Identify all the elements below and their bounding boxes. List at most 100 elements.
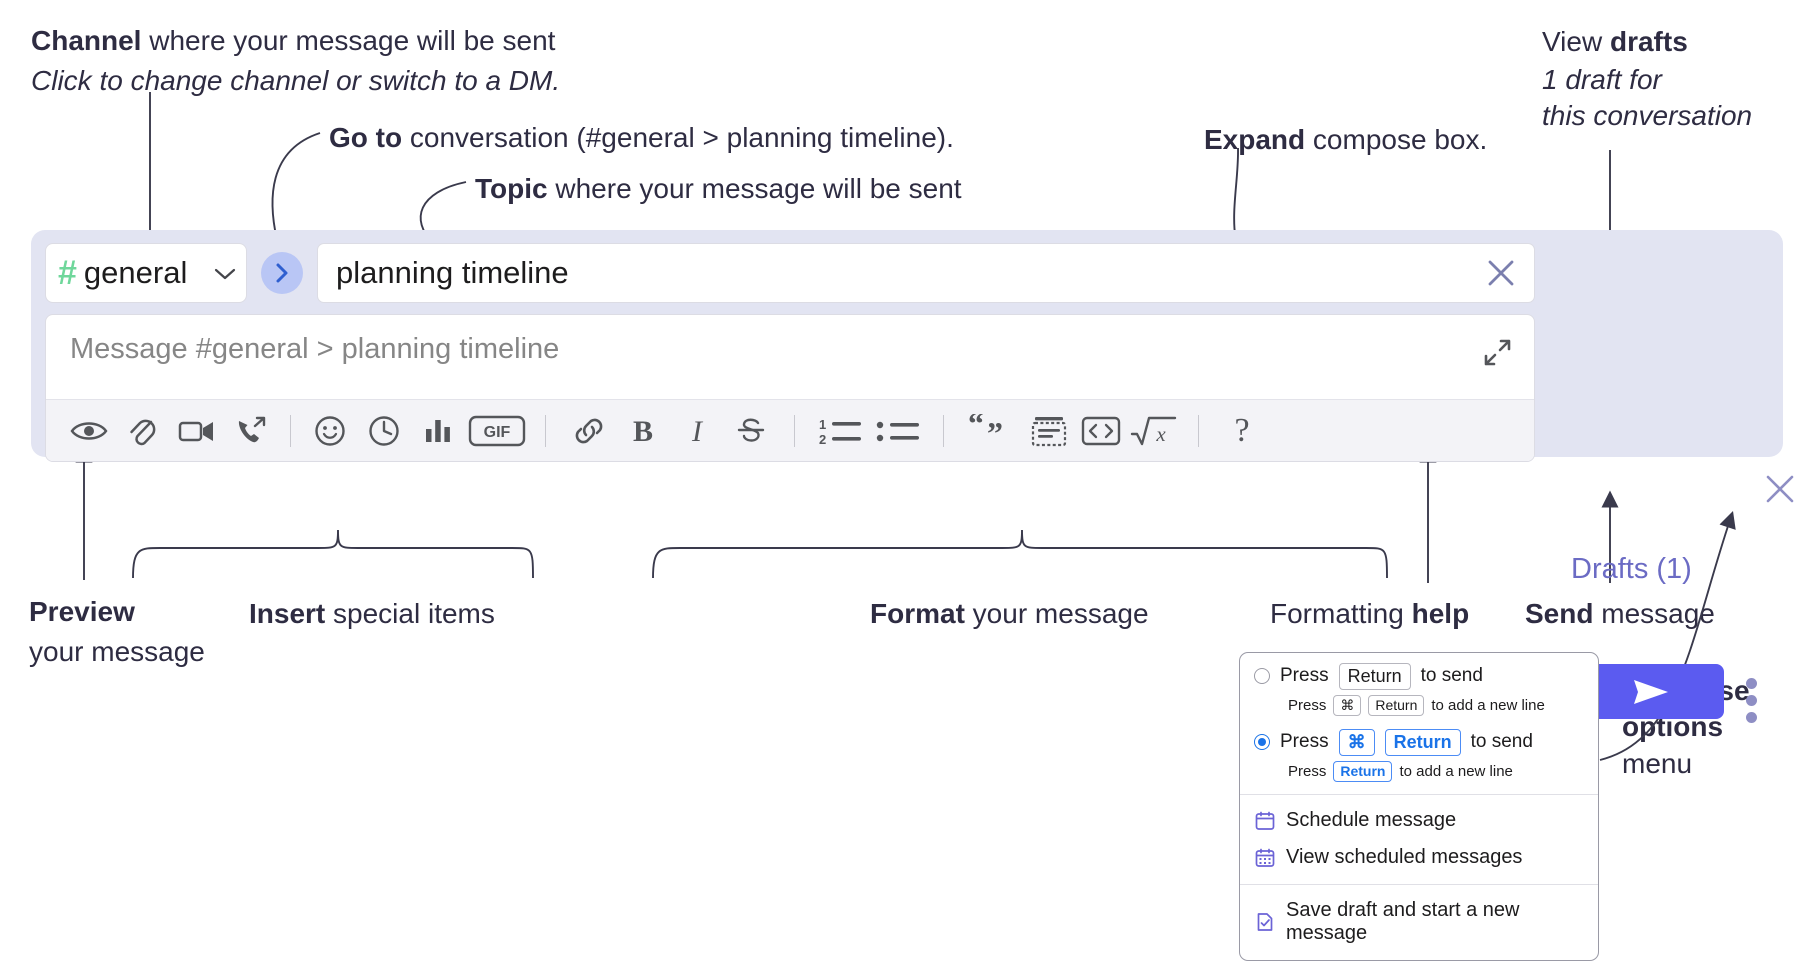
menu-item-view-scheduled[interactable]: View scheduled messages [1240,839,1598,876]
menu-group-draft: Save draft and start a new message [1240,885,1598,960]
svg-text:1: 1 [819,417,826,432]
opt2-sub-post: to add a new line [1399,762,1513,780]
compose-inner: # general planning timeline [45,242,1535,462]
topic-input[interactable]: planning timeline [317,243,1535,303]
emoji-smiley-icon[interactable] [303,404,357,458]
radio-return[interactable] [1254,668,1270,685]
annotation-goto-bold: Go to [329,122,403,153]
annotation-format-rest: your message [964,598,1149,629]
clear-topic-icon[interactable] [1482,254,1520,292]
svg-text:x: x [1155,422,1166,446]
menu-item-schedule-message[interactable]: Schedule message [1240,799,1598,839]
annotation-insert-rest: special items [325,598,495,629]
annotation-help-bold: help [1411,598,1470,629]
annotation-send-rest: message [1593,598,1715,629]
svg-text:2: 2 [819,432,826,447]
annotation-format: Format your message [870,597,1149,631]
key-command-selected: ⌘ [1338,729,1375,756]
close-compose-icon[interactable] [1763,472,1797,511]
annotation-format-bold: Format [870,598,965,629]
expand-compose-icon[interactable] [1482,337,1514,374]
inline-code-icon[interactable] [1076,404,1126,458]
kebab-dot [1746,678,1757,689]
channel-selector[interactable]: # general [45,243,247,303]
radio-cmd-return[interactable] [1254,734,1270,751]
send-button[interactable] [1576,664,1724,719]
formatting-help-icon[interactable]: ? [1215,404,1269,458]
annotation-insert-bold: Insert [249,598,326,629]
blockquote-icon[interactable]: “ ” [960,404,1022,458]
menu-divider [1240,794,1598,795]
goto-conversation-button[interactable] [261,252,303,294]
annotation-insert: Insert special items [249,597,495,631]
ordered-list-icon[interactable]: 1 2 [811,404,869,458]
compose-panel: Drafts (1) # general [31,230,1794,723]
annotation-send: Send message [1525,597,1715,631]
send-option-cmd-return-sub: Press Return to add a new line [1288,760,1584,782]
annotation-goto-rest: conversation (#general > planning timeli… [402,122,954,153]
svg-text:”: ” [987,415,1003,448]
annotation-drafts-bold: drafts [1609,26,1688,57]
bulleted-list-icon[interactable] [869,404,927,458]
math-icon[interactable]: x [1126,404,1182,458]
annotation-formatting-help: Formatting help [1270,597,1469,631]
preview-eye-icon[interactable] [62,404,116,458]
annotation-drafts-line3: this conversation [1542,100,1753,132]
annotation-compose-line3: menu [1622,747,1693,779]
annotation-expand: Expand compose box. [1204,123,1487,157]
svg-text:I: I [691,415,704,448]
bold-icon[interactable]: B [616,404,670,458]
annotation-channel-bold: Channel [31,25,142,56]
compose-options-button[interactable] [1746,678,1757,723]
document-check-icon [1254,911,1276,933]
menu-divider [1240,884,1598,885]
calendar-grid-icon [1254,847,1276,869]
menu-item-save-draft[interactable]: Save draft and start a new message [1240,889,1598,952]
menu-item-label: View scheduled messages [1286,846,1523,868]
kebab-dot [1746,712,1757,723]
opt2-pre: Press [1280,731,1329,753]
drafts-link[interactable]: Drafts (1) [1571,553,1692,585]
video-camera-icon[interactable] [170,404,224,458]
compose-options-menu: Press Return to send Press ⌘ Return to a… [1239,652,1599,961]
clock-icon[interactable] [357,404,411,458]
formatting-toolbar: GIF B I [46,399,1534,461]
annotation-send-bold: Send [1525,598,1594,629]
opt2-post: to send [1470,731,1533,753]
opt1-sub-post: to add a new line [1431,696,1545,714]
menu-item-label: Save draft and start a new message [1286,899,1520,944]
poll-bar-chart-icon[interactable] [411,404,465,458]
send-option-return[interactable]: Press Return to send [1254,663,1584,690]
message-input[interactable]: Message #general > planning timeline [46,315,1534,399]
gif-icon[interactable]: GIF [465,404,529,458]
attachment-paperclip-icon[interactable] [116,404,170,458]
svg-text:B: B [633,415,653,448]
strikethrough-icon[interactable] [724,404,778,458]
key-return-newline: Return [1333,760,1393,782]
send-option-cmd-return[interactable]: Press ⌘ Return to send [1254,729,1584,756]
chevron-right-icon [276,263,288,283]
opt2-sub-pre: Press [1288,762,1327,780]
annotation-channel-sub: Click to change channel or switch to a D… [31,65,561,97]
audio-call-icon[interactable] [224,404,278,458]
message-box: Message #general > planning timeline [45,314,1535,462]
code-block-icon[interactable] [1022,404,1076,458]
calendar-icon [1254,810,1276,832]
opt1-sub-pre: Press [1288,696,1327,714]
annotation-topic: Topic where your message will be sent [475,172,962,206]
toolbar-divider [943,414,944,447]
key-return: Return [1338,663,1411,690]
annotation-drafts-pre: View [1542,26,1610,57]
message-placeholder: Message #general > planning timeline [70,333,560,365]
link-icon[interactable] [562,404,616,458]
italic-icon[interactable]: I [670,404,724,458]
opt1-post: to send [1420,665,1483,687]
chevron-down-icon [214,267,236,280]
toolbar-divider [794,414,795,447]
toolbar-divider [545,414,546,447]
annotation-help-pre: Formatting [1270,598,1412,629]
annotation-expand-bold: Expand [1204,124,1306,155]
hash-icon: # [58,254,77,292]
toolbar-divider [290,414,291,447]
